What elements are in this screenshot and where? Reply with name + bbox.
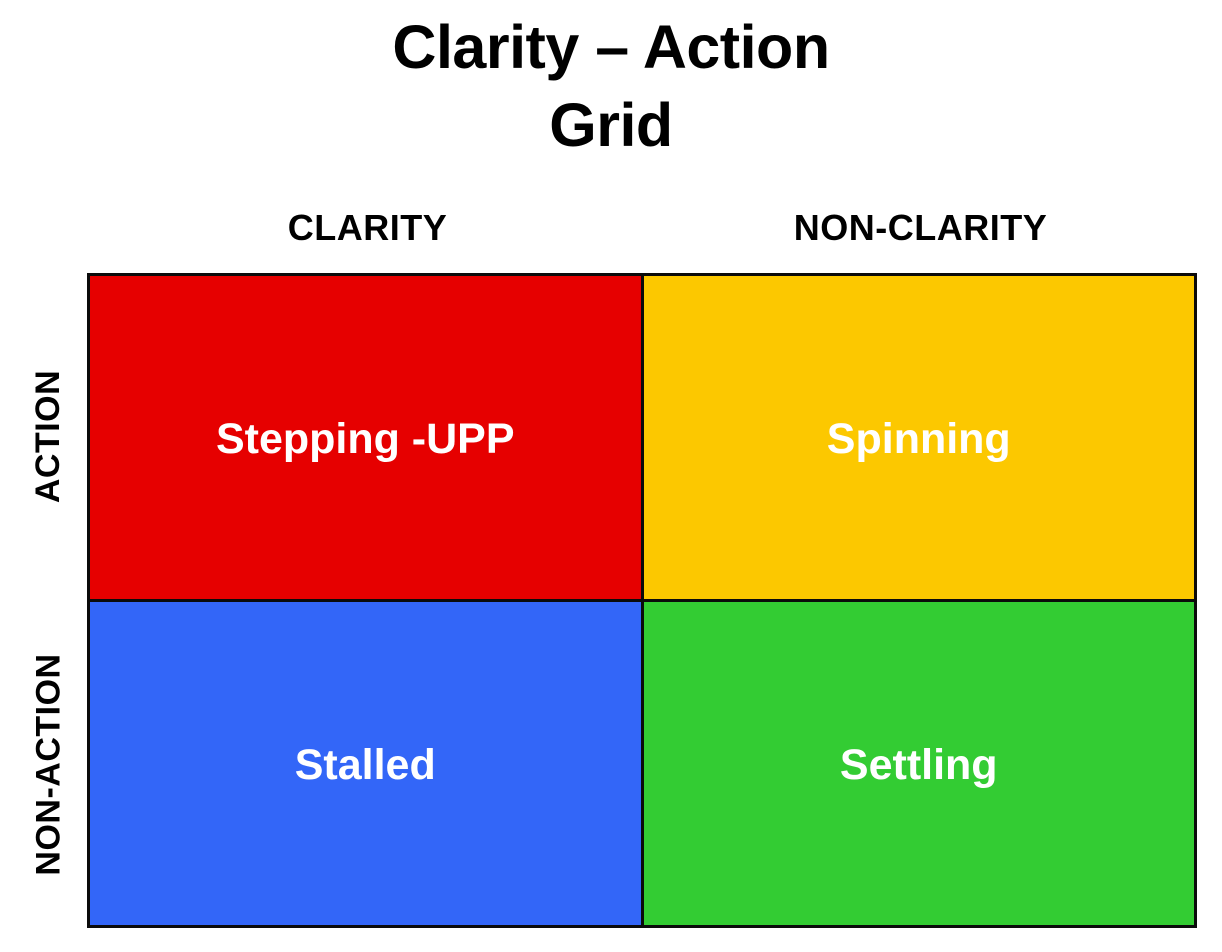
quadrant-label-stalled: Stalled (294, 741, 436, 789)
column-header-non-clarity: NON-CLARITY (793, 207, 1048, 248)
column-header-row: CLARITY NON-CLARITY (87, 202, 1197, 254)
quadrant-stepping-upp[interactable]: Stepping -UPP (90, 276, 641, 599)
clarity-action-grid: Stepping -UPP Spinning Stalled Settling (87, 273, 1197, 928)
quadrant-label-spinning: Spinning (826, 415, 1011, 463)
row-header-action-label: ACTION (29, 370, 68, 504)
row-header-action: ACTION (18, 273, 80, 601)
page-title-line-1: Clarity – Action (392, 13, 830, 81)
row-header-non-action-label: NON-ACTION (29, 653, 68, 876)
quadrant-label-stepping-upp: Stepping -UPP (215, 415, 515, 463)
quadrant-settling[interactable]: Settling (643, 602, 1194, 925)
quadrant-spinning[interactable]: Spinning (643, 276, 1194, 599)
row-header-column: ACTION NON-ACTION (18, 273, 80, 928)
row-header-non-action: NON-ACTION (18, 601, 80, 929)
page-title-line-2: Grid (549, 91, 673, 159)
column-header-clarity: CLARITY (287, 207, 448, 248)
quadrant-label-settling: Settling (839, 741, 998, 789)
page-title: Clarity – Action Grid (0, 8, 1222, 164)
quadrant-stalled[interactable]: Stalled (90, 602, 641, 925)
